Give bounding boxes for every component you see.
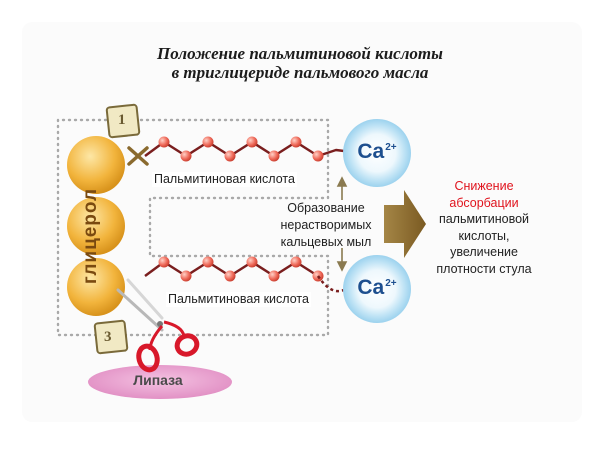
fatty-acid-chain-top <box>144 136 353 162</box>
diagram-title: Положение пальмитиновой кислоты в тригли… <box>20 44 580 82</box>
position-3-label: 3 <box>104 329 112 345</box>
scissors-icon <box>116 278 200 373</box>
palmitic-acid-label-bottom: Пальмитиновая кислота <box>166 292 311 307</box>
result-line-3: пальмитиновой <box>438 212 530 226</box>
result-line-2: абсорбации <box>449 195 519 210</box>
molecule-frame <box>56 118 330 337</box>
palmitic-acid-label-top: Пальмитиновая кислота <box>152 172 297 187</box>
result-arrow-icon <box>384 190 426 258</box>
calcium-ion-top <box>343 119 411 187</box>
position-1-tag <box>105 103 141 139</box>
soap-formation-line-3: кальцевых мыл <box>280 235 372 249</box>
position-3-tag <box>93 319 129 355</box>
calcium-symbol: Ca <box>357 276 385 299</box>
result-text: Снижение абсорбации пальмитиновой кислот… <box>424 178 544 277</box>
position-1-label: 1 <box>118 112 126 128</box>
calcium-charge: 2+ <box>385 142 397 153</box>
lipase-enzyme <box>88 365 232 399</box>
calcium-charge: 2+ <box>385 278 397 289</box>
result-line-5: увеличение <box>450 245 518 259</box>
calcium-ion-bottom <box>343 255 411 323</box>
lipase-label: Липаза <box>133 372 183 388</box>
glycerol-label: глицерол <box>80 187 101 285</box>
x-mark-icon <box>127 146 149 166</box>
soap-connector-arrows <box>336 176 348 272</box>
calcium-label-bottom: Ca2+ <box>342 276 412 300</box>
soap-formation-line-2: нерастворимых <box>280 218 372 232</box>
result-line-1: Снижение <box>454 179 514 193</box>
result-line-6: плотности стула <box>436 261 532 276</box>
soap-formation-line-1: Образование <box>287 201 365 215</box>
title-line-2: в триглицериде пальмового масла <box>171 63 429 82</box>
calcium-label-top: Ca2+ <box>342 140 412 164</box>
result-line-4: кислоты, <box>458 228 510 243</box>
soap-formation-label: Образование нерастворимых кальцевых мыл <box>270 200 382 251</box>
title-line-1: Положение пальмитиновой кислоты <box>157 44 443 63</box>
calcium-symbol: Ca <box>357 140 385 163</box>
glycerol-backbone <box>67 136 125 316</box>
